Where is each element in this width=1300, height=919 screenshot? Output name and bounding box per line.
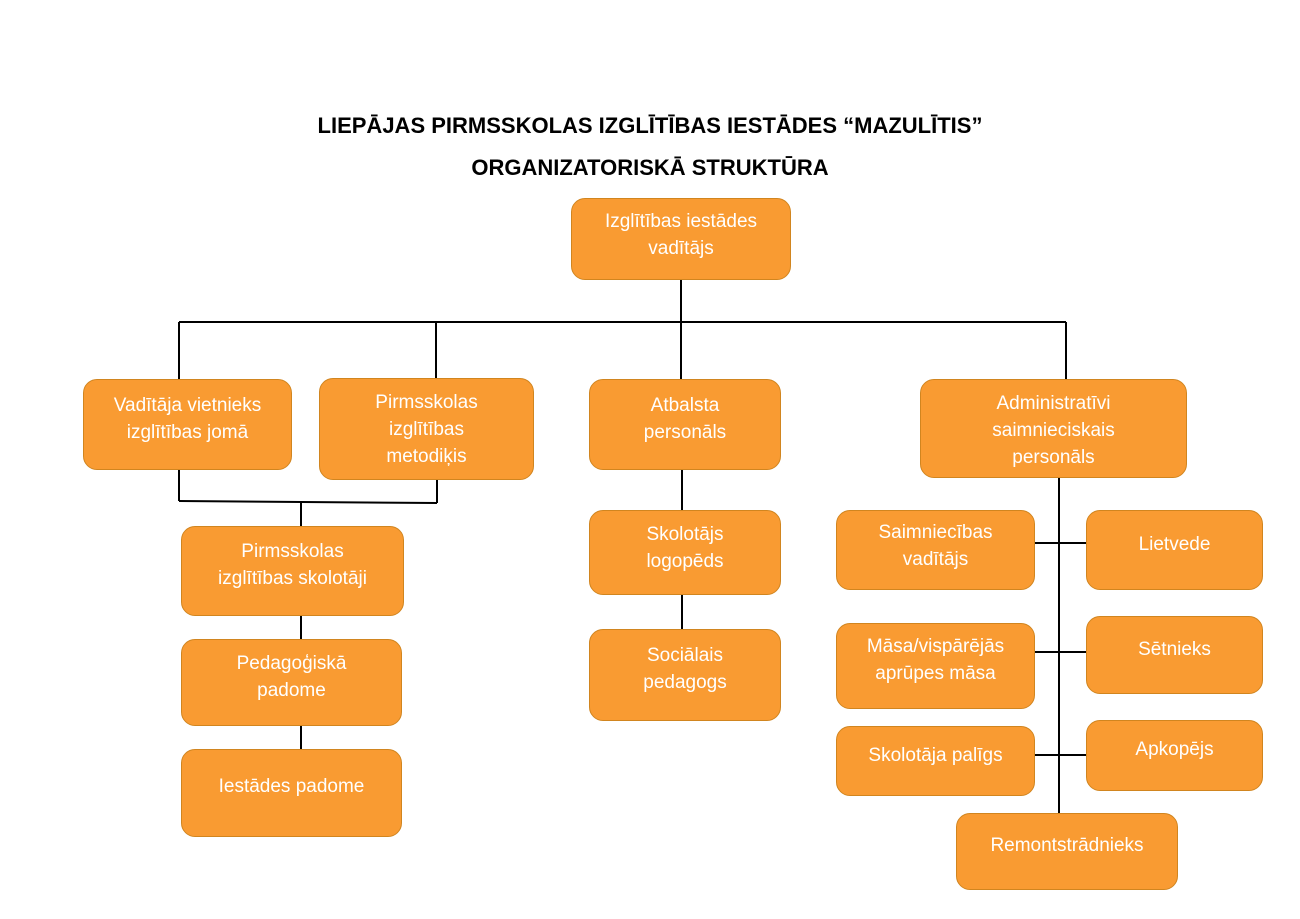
node-speech-therapist: Skolotājs logopēds (589, 510, 781, 595)
chart-title-line-1: LIEPĀJAS PIRMSSKOLAS IZGLĪTĪBAS IESTĀDES… (317, 113, 983, 138)
node-teacher-assistant: Skolotāja palīgs (836, 726, 1035, 796)
node-head: Izglītības iestādes vadītājs (571, 198, 791, 280)
node-methodist: Pirmsskolas izglītības metodiķis (319, 378, 534, 480)
connector (178, 500, 438, 504)
node-deputy: Vadītāja vietnieks izglītības jomā (83, 379, 292, 470)
node-household-manager: Saimniecības vadītājs (836, 510, 1035, 590)
node-support: Atbalsta personāls (589, 379, 781, 470)
node-janitor: Sētnieks (1086, 616, 1263, 694)
node-admin: Administratīvi saimnieciskais personāls (920, 379, 1187, 478)
node-social-pedagogue: Sociālais pedagogs (589, 629, 781, 721)
node-cleaner: Apkopējs (1086, 720, 1263, 791)
node-institution-council: Iestādes padome (181, 749, 402, 837)
node-clerk: Lietvede (1086, 510, 1263, 590)
node-pedagogical-council: Pedagoģiskā padome (181, 639, 402, 726)
chart-title-line-2: ORGANIZATORISKĀ STRUKTŪRA (471, 155, 829, 180)
node-teachers: Pirmsskolas izglītības skolotāji (181, 526, 404, 616)
node-repair-worker: Remontstrādnieks (956, 813, 1178, 890)
node-nurse: Māsa/vispārējās aprūpes māsa (836, 623, 1035, 709)
